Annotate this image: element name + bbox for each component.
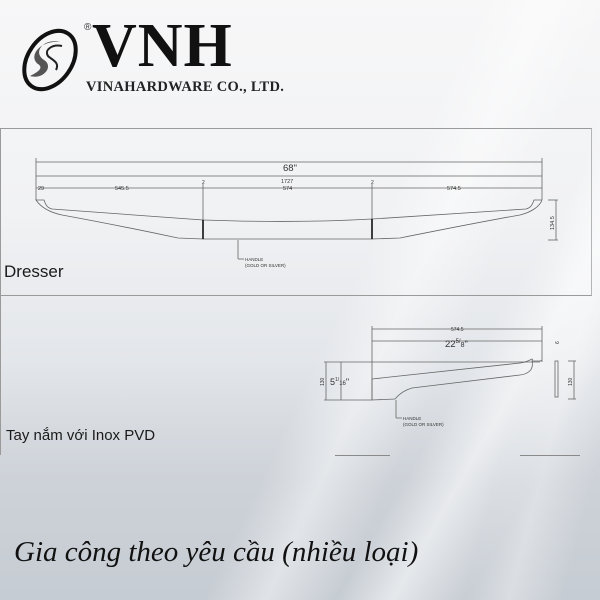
dresser-drawing: 68" 1727 29 545.5 574 574.5 2 2 134.5 HA…: [35, 158, 558, 268]
handle-note: HANDLE: [245, 257, 263, 262]
dresser-label: Dresser: [4, 262, 64, 281]
overall-mm: 1727: [281, 179, 293, 185]
side-thickness: 6: [555, 341, 561, 344]
height-inch: 51/16": [330, 377, 349, 387]
company-logo: ® VNH VINAHARDWARE CO., LTD.: [14, 10, 284, 100]
length-mm: 574.5: [451, 327, 464, 333]
dresser-panel: [0, 128, 592, 296]
handle-note: HANDLE: [403, 416, 421, 421]
pvd-drawing: 574.5 225/8" 51/16" 130 6 130 HANDLE (GO…: [320, 326, 576, 427]
segment-1-dim: 545.5: [115, 186, 129, 192]
segment-2-dim: 574: [283, 186, 292, 192]
brand-name: VNH: [92, 12, 233, 80]
divider-left: [335, 455, 390, 456]
company-name: VINAHARDWARE CO., LTD.: [86, 79, 285, 95]
tagline: Gia công theo yêu cầu (nhiều loại): [14, 536, 419, 568]
height-dim: 134.5: [550, 216, 556, 230]
left-tip-dim: 29: [38, 186, 44, 192]
length-inch: 225/8": [445, 339, 468, 350]
registered-mark: ®: [84, 22, 92, 33]
overall-inch: 68": [283, 163, 297, 174]
pvd-label: Tay nắm với Inox PVD: [6, 427, 156, 444]
swirl-s-icon: [22, 28, 78, 92]
divider-right: [520, 455, 580, 456]
height-mm: 130: [320, 377, 326, 386]
segment-3-dim: 574.5: [447, 186, 461, 192]
handle-note-finish: (GOLD OR SILVER): [245, 263, 286, 268]
handle-note-finish: (GOLD OR SILVER): [403, 422, 444, 427]
pvd-panel: [0, 295, 591, 455]
gap-2-dim: 2: [371, 180, 374, 186]
gap-1-dim: 2: [202, 180, 205, 186]
side-height: 130: [568, 377, 574, 386]
